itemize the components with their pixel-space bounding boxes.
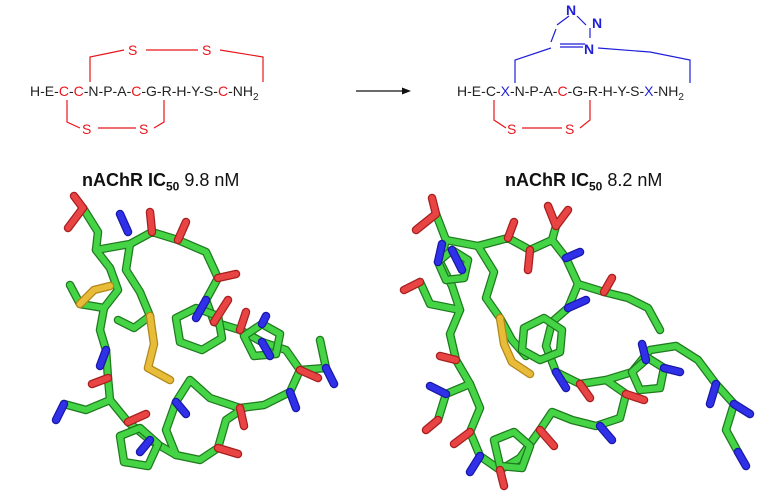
left-residue-3: C (74, 83, 84, 99)
triazole-ring (550, 15, 591, 48)
left-ic50-label: nAChR IC50 9.8 nM (82, 170, 239, 194)
left-residue-1: E (45, 83, 54, 99)
left-bond-dash: - (127, 83, 132, 99)
right-assay-subscript: 50 (589, 179, 603, 194)
left-residue-13: C (218, 83, 228, 99)
right-residue-5: P (529, 83, 538, 99)
right-residue-0: H (457, 83, 467, 99)
left-residue-5: P (103, 83, 112, 99)
left-bond-dash: - (69, 83, 74, 99)
right-residue-10: H (603, 83, 613, 99)
left-amide-subscript: 2 (253, 92, 259, 103)
right-assay-name: nAChR IC (505, 170, 589, 190)
left-bond-dash: - (172, 83, 177, 99)
left-upper-disulfide-bond-right (219, 49, 264, 82)
left-residue-10: H (176, 83, 186, 99)
left-bond-dash: - (113, 83, 118, 99)
left-bond-dash: - (40, 83, 45, 99)
right-residue-14: NH (658, 83, 678, 99)
right-residue-1: E (472, 83, 481, 99)
left-bond-dash: - (213, 83, 218, 99)
right-ic50-label: nAChR IC50 8.2 nM (505, 170, 662, 194)
left-residue-7: C (131, 83, 141, 99)
right-residue-3: X (501, 83, 511, 99)
left-bond-dash: - (84, 83, 89, 99)
right-bond-dash: - (539, 83, 544, 99)
left-residue-14: NH (233, 83, 253, 99)
right-bond-dash: - (553, 83, 558, 99)
left-bond-dash: - (228, 83, 233, 99)
right-residue-8: G (572, 83, 583, 99)
left-lower-s1: S (82, 121, 91, 137)
right-schematic: N N N S S H-E-C-X-N-P-A-C-G-R-H-Y-S-X-NH… (457, 2, 691, 137)
left-upper-disulfide-bond (89, 49, 125, 82)
left-bond-dash: - (54, 83, 59, 99)
left-bond-dash: - (157, 83, 162, 99)
left-residue-0: H (30, 83, 40, 99)
left-residue-8: G (146, 83, 157, 99)
right-residue-9: R (588, 83, 598, 99)
right-bond-dash: - (510, 83, 515, 99)
left-residue-11: Y (191, 83, 201, 99)
right-amide-subscript: 2 (678, 92, 684, 103)
right-residue-13: X (644, 83, 654, 99)
right-sequence: H-E-C-X-N-P-A-C-G-R-H-Y-S-X-NH2 (457, 83, 684, 103)
right-residue-2: C (486, 83, 496, 99)
left-sequence-text: H-E-C-C-N-P-A-C-G-R-H-Y-S-C-NH2 (30, 83, 259, 103)
left-residue-9: R (162, 83, 172, 99)
reaction-arrow (356, 87, 411, 95)
right-bond-dash: - (583, 83, 588, 99)
triazole-n2: N (592, 15, 602, 31)
left-residue-4: N (88, 83, 98, 99)
left-assay-subscript: 50 (166, 179, 180, 194)
right-bond-dash: - (525, 83, 530, 99)
right-lower-disulfide-bond (493, 100, 507, 129)
right-bond-dash: - (613, 83, 618, 99)
right-bond-dash: - (625, 83, 630, 99)
left-schematic: S S S S H-E-C-C-N-P-A-C-G-R-H-Y-S-C-NH2 (30, 42, 264, 137)
right-bond-dash: - (639, 83, 644, 99)
left-residue-2: C (59, 83, 69, 99)
left-bond-dash: - (99, 83, 104, 99)
left-assay-name: nAChR IC (82, 170, 166, 190)
right-lower-s1: S (507, 121, 516, 137)
right-stick-model (399, 193, 755, 491)
triazole-linker-left (514, 47, 552, 83)
triazole-linker-right (597, 47, 691, 83)
triazole-n1: N (566, 2, 576, 18)
left-lower-disulfide-bond (66, 100, 81, 129)
right-residue-11: Y (617, 83, 627, 99)
left-residue-6: A (117, 83, 127, 99)
right-ic50-value: 8.2 nM (607, 170, 663, 190)
left-upper-s1: S (128, 42, 137, 58)
right-bond-dash: - (496, 83, 501, 99)
left-lower-disulfide-bond-right (153, 100, 165, 129)
right-residue-7: C (557, 83, 567, 99)
right-sequence-text: H-E-C-X-N-P-A-C-G-R-H-Y-S-X-NH2 (457, 83, 684, 103)
right-residue-4: N (515, 83, 525, 99)
triazole-n3: N (584, 41, 594, 57)
right-lower-s2: S (565, 121, 574, 137)
right-residue-6: A (543, 83, 553, 99)
left-sequence: H-E-C-C-N-P-A-C-G-R-H-Y-S-C-NH2 (30, 83, 259, 103)
left-stick-model (51, 191, 339, 471)
right-bond-dash: - (467, 83, 472, 99)
right-bond-dash: - (654, 83, 659, 99)
left-bond-dash: - (187, 83, 192, 99)
right-bond-dash: - (598, 83, 603, 99)
left-upper-s2: S (202, 42, 211, 58)
left-residue-12: S (204, 83, 213, 99)
left-bond-dash: - (141, 83, 146, 99)
right-residue-12: S (630, 83, 639, 99)
right-lower-disulfide-bond-right (579, 100, 591, 129)
right-bond-dash: - (481, 83, 486, 99)
left-ic50-value: 9.8 nM (184, 170, 240, 190)
right-bond-dash: - (568, 83, 573, 99)
left-bond-dash: - (199, 83, 204, 99)
left-lower-s2: S (139, 121, 148, 137)
